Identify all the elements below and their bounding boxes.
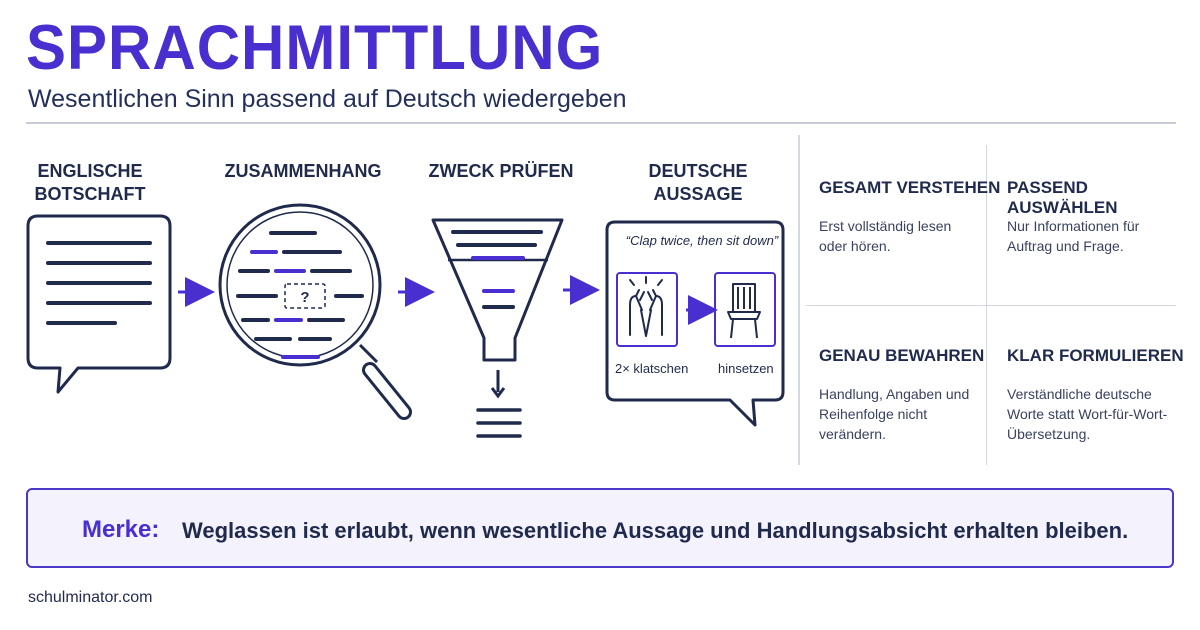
action-sit-label: hinsetzen <box>718 361 774 376</box>
english-quote: “Clap twice, then sit down” <box>625 233 779 248</box>
clapping-hands-icon <box>629 276 663 337</box>
context-question-mark: ? <box>300 289 309 306</box>
card-title-formulate: KLAR FORMULIEREN <box>1007 346 1184 365</box>
magnifier-icon: ? <box>218 203 412 420</box>
card-text-understand: Erst vollständig lesen oder hören. <box>819 218 952 254</box>
chair-icon-frame <box>714 272 776 347</box>
card-text-preserve: Handlung, Angaben und Reihenfolge nicht … <box>819 386 970 442</box>
card-text-formulate: Verständliche deutsche Worte statt Wort-… <box>1007 386 1168 442</box>
step-heading-check-purpose: ZWECK PRÜFEN <box>428 161 574 181</box>
chair-icon <box>727 283 761 339</box>
merke-callout: Merke: Weglassen ist erlaubt, wenn wesen… <box>26 488 1174 568</box>
header-divider <box>26 122 1176 124</box>
page-title: SPRACHMITTLUNG <box>26 12 604 83</box>
card-title-preserve: GENAU BEWAHREN <box>819 346 985 365</box>
english-message-bubble-icon <box>26 214 172 394</box>
card-text-select: Nur Informationen für Auftrag und Frage. <box>1007 218 1140 254</box>
card-title-select: PASSEND AUSWÄHLEN <box>1007 178 1118 217</box>
merke-text: Weglassen ist erlaubt, wenn wesentliche … <box>182 518 1129 543</box>
german-statement-bubble-icon <box>605 220 785 427</box>
page-subtitle: Wesentlichen Sinn passend auf Deutsch wi… <box>28 85 627 113</box>
merke-label: Merke: <box>82 516 160 543</box>
clap-icon-frame <box>616 272 678 347</box>
footer-site-link[interactable]: schulminator.com <box>28 589 153 606</box>
section-divider <box>798 135 800 465</box>
funnel-icon <box>431 218 564 438</box>
arrow-icon <box>178 275 600 307</box>
action-clap-label: 2× klatschen <box>615 361 689 376</box>
card-title-understand: GESAMT VERSTEHEN <box>819 178 1001 197</box>
card-grid-divider-horizontal <box>806 305 1176 306</box>
step-heading-context: ZUSAMMENHANG <box>224 161 382 181</box>
